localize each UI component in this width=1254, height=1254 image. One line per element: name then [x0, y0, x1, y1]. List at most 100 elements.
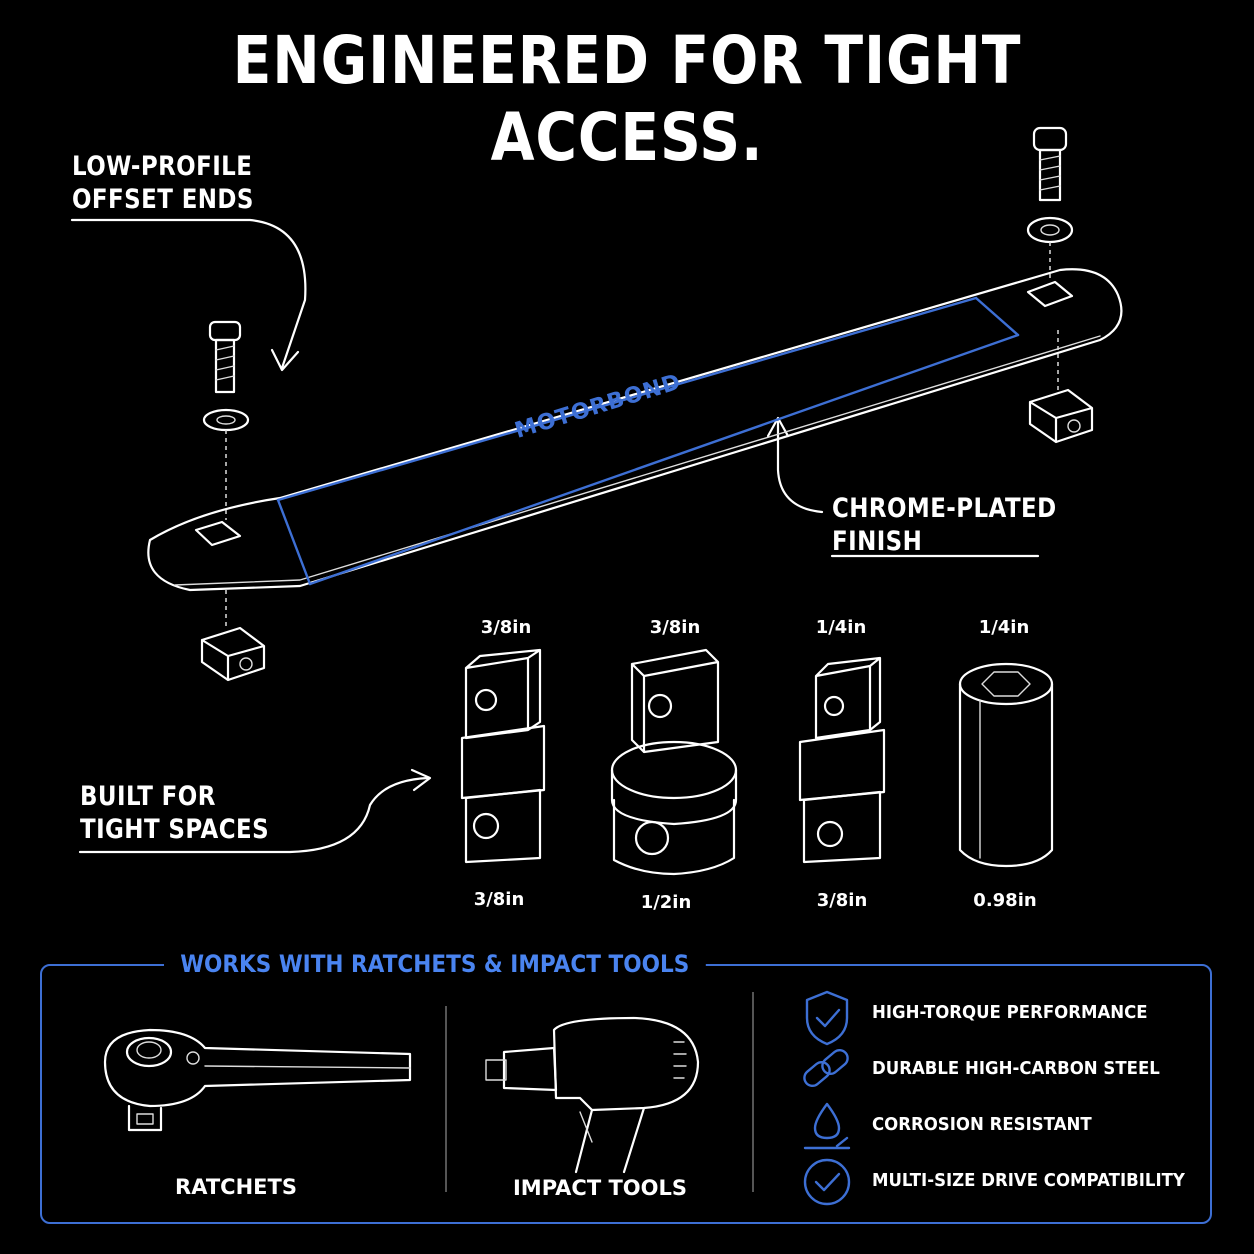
nut-hole — [239, 657, 253, 671]
nut-hole — [1067, 419, 1081, 433]
shield-check-icon — [805, 990, 849, 1046]
deflect — [835, 1136, 849, 1148]
finish-line-left — [276, 498, 312, 586]
shield — [805, 990, 849, 1046]
callout-line: BUILT FOR — [80, 781, 216, 812]
check-circle-icon — [803, 1158, 851, 1206]
collar — [460, 724, 546, 800]
extender-wrench — [147, 126, 1123, 682]
adapter-2-bottom-size: 1/2in — [640, 892, 692, 913]
callout-line: OFFSET ENDS — [72, 184, 254, 215]
callout-offset-ends: LOW-PROFILE OFFSET ENDS — [72, 150, 254, 216]
socket-body — [958, 682, 1054, 868]
ball-detent — [634, 820, 670, 856]
ball-detent — [474, 688, 498, 712]
socket-end — [802, 790, 882, 864]
callout-line: CHROME-PLATED — [832, 493, 1057, 524]
socket-1-4-drive — [958, 662, 1054, 868]
adapter-set — [460, 648, 1054, 876]
tool-label-ratchets: RATCHETS — [175, 1175, 297, 1199]
drop — [813, 1102, 841, 1140]
finish-arrow — [776, 420, 824, 514]
washer-hole — [216, 415, 236, 425]
water-drop-icon — [803, 1102, 851, 1150]
callout-line: TIGHT SPACES — [80, 814, 270, 845]
ratchet-knob — [136, 1041, 162, 1059]
adapter-4-bottom-size: 0.98in — [973, 890, 1037, 911]
washer-hole — [1040, 224, 1060, 236]
divider — [445, 1006, 447, 1192]
square-drive-left — [194, 520, 242, 547]
link — [821, 1048, 849, 1076]
adapter-1-top-size: 3/8in — [480, 617, 532, 638]
ball-detent — [823, 695, 845, 717]
adapter-4-top-size: 1/4in — [978, 617, 1030, 638]
square-drive-right — [1026, 280, 1074, 308]
feature-multi-size: MULTI-SIZE DRIVE COMPATIBILITY — [872, 1170, 1185, 1191]
page-title: ENGINEERED FOR TIGHT ACCESS. — [232, 22, 1022, 176]
square-drive — [630, 648, 720, 754]
circle — [803, 1158, 851, 1206]
collar — [798, 728, 886, 802]
finish-line-right — [974, 296, 1020, 337]
anvil-housing — [502, 1046, 558, 1092]
collar — [610, 740, 738, 800]
finish-line-bottom — [308, 333, 1020, 586]
socket-end — [464, 788, 542, 864]
adapter-3-top-size: 1/4in — [815, 617, 867, 638]
ball-detent — [472, 812, 500, 840]
adapter-3-8-to-1-2 — [610, 648, 738, 876]
arrow-head — [270, 348, 300, 372]
link — [803, 1060, 831, 1088]
drive-square — [127, 1104, 163, 1132]
adapter-3-8-to-3-8 — [460, 648, 546, 864]
ratchet-body — [103, 1028, 412, 1108]
socket-top — [958, 662, 1054, 706]
check — [814, 1172, 841, 1192]
thread — [1039, 155, 1061, 191]
wrench-housing — [552, 1016, 700, 1112]
finish-line-top — [276, 296, 978, 502]
divider — [752, 992, 754, 1192]
ball-detent — [647, 693, 673, 719]
tight-spaces-arrow — [78, 776, 430, 854]
feature-corrosion-resistant: CORROSION RESISTANT — [872, 1114, 1092, 1135]
vents — [673, 1041, 687, 1079]
callout-line: FINISH — [832, 526, 923, 557]
offset-ends-arrow — [70, 218, 307, 370]
screw-shaft — [1038, 148, 1062, 202]
ratchet-icon — [103, 1028, 412, 1132]
hex-opening — [981, 671, 1031, 697]
drive-tip — [136, 1113, 154, 1125]
socket-end — [612, 798, 736, 876]
callout-tight-spaces: BUILT FOR TIGHT SPACES — [80, 780, 269, 846]
adapter-1-bottom-size: 3/8in — [473, 889, 525, 910]
ratchet-handle-line — [204, 1065, 411, 1069]
check — [815, 1008, 841, 1028]
tool-label-impact-tools: IMPACT TOOLS — [512, 1176, 687, 1200]
feature-high-carbon-steel: DURABLE HIGH-CARBON STEEL — [872, 1058, 1160, 1079]
square-drive — [814, 656, 882, 740]
adapter-1-4-to-3-8 — [798, 656, 886, 864]
wrench-edge — [174, 335, 1101, 586]
grip — [574, 1106, 646, 1174]
square-nut-left — [200, 626, 266, 682]
chain-link-icon — [803, 1048, 849, 1088]
wrench-body — [147, 268, 1123, 592]
trigger — [579, 1111, 593, 1143]
ratchet-head — [125, 1036, 173, 1068]
thread — [215, 345, 235, 381]
impact-wrench-icon — [485, 1016, 700, 1174]
square-nut-right — [1028, 388, 1094, 444]
arrow-head — [766, 416, 790, 438]
adapter-3-bottom-size: 3/8in — [816, 890, 868, 911]
compatibility-title: WORKS WITH RATCHETS & IMPACT TOOLS — [164, 950, 706, 978]
ball-detent — [816, 820, 844, 848]
feature-high-torque: HIGH-TORQUE PERFORMANCE — [872, 1002, 1148, 1023]
adapter-2-top-size: 3/8in — [649, 617, 701, 638]
anvil — [485, 1059, 507, 1081]
callout-finish: CHROME-PLATED FINISH — [832, 492, 1057, 558]
ratchet-switch — [186, 1051, 200, 1065]
callout-line: LOW-PROFILE — [72, 151, 253, 182]
